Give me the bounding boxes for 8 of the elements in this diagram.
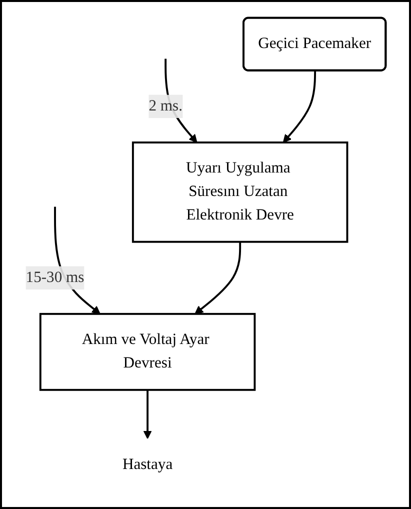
edge-label: 2 ms. [148, 98, 182, 114]
arrow [282, 70, 316, 143]
arrow [194, 242, 241, 314]
node-text: Hastaya [122, 456, 172, 473]
node-box: Uyarı Uygulama Süresını Uzatan Elektronik Devre [132, 142, 348, 243]
edge-label: 15-30 ms [26, 269, 84, 286]
node-box: Akım ve Voltaj Ayar Devresi [39, 312, 256, 391]
arrow [143, 390, 152, 439]
